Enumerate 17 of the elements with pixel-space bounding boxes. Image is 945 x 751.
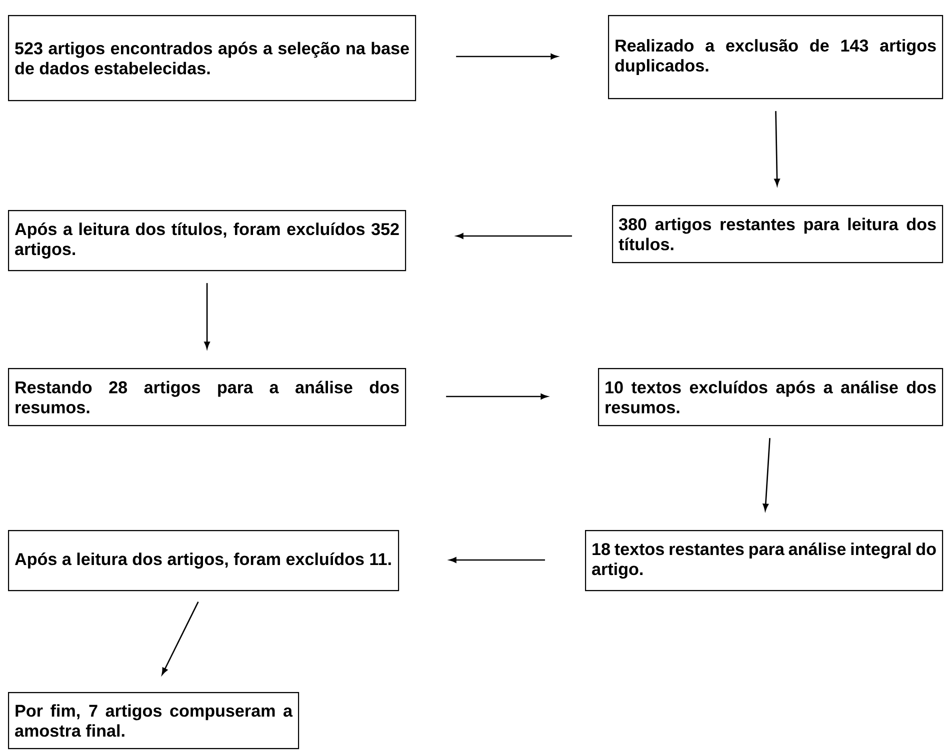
process-box: 10 textos excluídos após a análise dos resumos.: [598, 368, 944, 426]
process-box: 380 artigos restantes para leitura dos títulos.: [612, 205, 944, 264]
arrow: [446, 394, 548, 400]
process-box: 523 artigos encontrados após a seleção na base de dados estabelecidas.: [8, 15, 416, 102]
arrow: [456, 54, 558, 60]
arrow: [449, 557, 545, 563]
process-box: 18 textos restantes para análise integral do artigo.: [585, 530, 944, 592]
process-box: Após a leitura dos artigos, foram excluídos 11.: [8, 530, 400, 592]
process-box: Restando 28 artigos para a análise dos resumos.: [8, 368, 406, 426]
process-box: Realizado a exclusão de 143 artigos duplicados.: [608, 15, 944, 100]
arrow: [204, 283, 210, 349]
arrow: [162, 602, 199, 675]
arrow: [762, 438, 770, 511]
arrow: [774, 111, 780, 186]
arrow: [456, 233, 572, 239]
process-box: Após a leitura dos títulos, foram excluídos 352 artigos.: [8, 210, 406, 272]
process-box: Por fim, 7 artigos compuseram a amostra final.: [8, 692, 300, 750]
